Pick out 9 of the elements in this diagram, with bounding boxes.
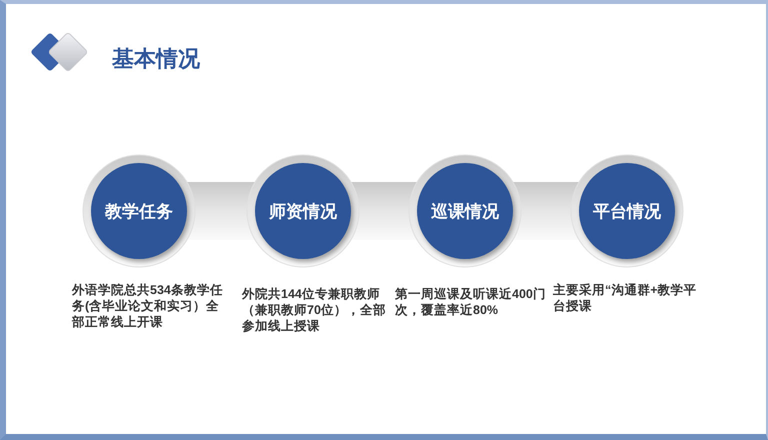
circle-label: 师资情况 <box>269 200 337 222</box>
circle-label: 教学任务 <box>105 200 173 222</box>
description-text: 第一周巡课及听课近400门次，覆盖率近80% <box>395 286 547 318</box>
description-text: 主要采用“沟通群+教学平台授课 <box>553 282 698 314</box>
circle-label: 巡课情况 <box>431 200 499 222</box>
description-text: 外语学院总共534条教学任务(含毕业论文和实习）全部正常线上开课 <box>72 282 224 330</box>
slide-title: 基本情况 <box>112 45 200 73</box>
description-text: 外院共144位专兼职教师（兼职教师70位），全部参加线上授课 <box>242 286 387 334</box>
circle-label: 平台情况 <box>593 200 661 222</box>
